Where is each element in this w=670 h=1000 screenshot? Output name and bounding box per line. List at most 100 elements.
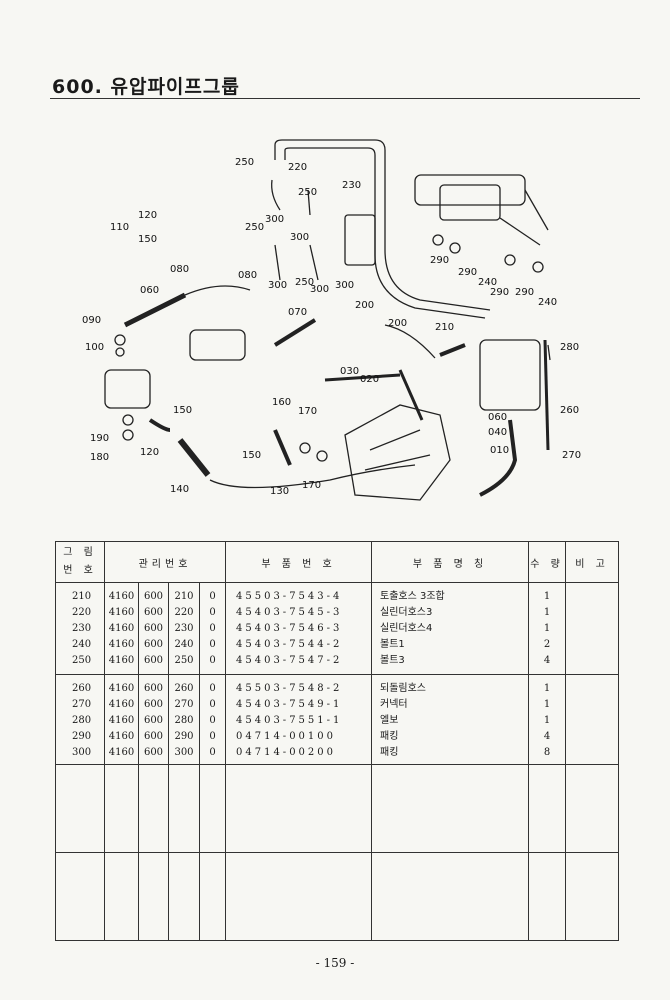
cell-mgmt-1: 4160 bbox=[108, 639, 135, 650]
cell-part-name: 패킹 bbox=[380, 731, 399, 742]
cell-mgmt-1: 4160 bbox=[108, 715, 135, 726]
svg-text:060: 060 bbox=[488, 412, 507, 423]
cell-mgmt-4: 0 bbox=[209, 607, 216, 618]
cell-part-name: 볼트1 bbox=[380, 639, 405, 650]
cell-ref: 210 bbox=[72, 591, 92, 602]
svg-text:070: 070 bbox=[288, 307, 307, 318]
cell-ref: 280 bbox=[72, 715, 92, 726]
svg-text:110: 110 bbox=[110, 222, 129, 233]
cell-part-no: 45503-7548-2 bbox=[236, 683, 343, 694]
cell-mgmt-3: 290 bbox=[174, 731, 194, 742]
svg-text:150: 150 bbox=[242, 450, 261, 461]
table-empty-row bbox=[55, 764, 619, 853]
parts-table: 그 림 번 호 관리번호 부 품 번 호 부 품 명 칭 수 량 비 고 210… bbox=[55, 541, 619, 941]
cell-ref: 230 bbox=[72, 623, 92, 634]
cell-part-no: 45403-7546-3 bbox=[236, 623, 343, 634]
svg-text:140: 140 bbox=[170, 484, 189, 495]
pipe-060 bbox=[123, 292, 187, 328]
cell-part-no: 04714-00100 bbox=[236, 731, 337, 742]
header-part-no: 부 품 번 호 bbox=[225, 541, 372, 583]
cell-part-no: 45403-7545-3 bbox=[236, 607, 343, 618]
cell-part-no: 45403-7551-1 bbox=[236, 715, 343, 726]
cell-mgmt-4: 0 bbox=[209, 715, 216, 726]
table-group-2: 260 270 280 290 300 4160 4160 4160 4160 … bbox=[55, 674, 619, 765]
cell-mgmt-1: 4160 bbox=[108, 683, 135, 694]
svg-text:100: 100 bbox=[85, 342, 104, 353]
cell-mgmt-3: 250 bbox=[174, 655, 194, 666]
svg-text:160: 160 bbox=[272, 397, 291, 408]
cell-qty: 1 bbox=[543, 591, 551, 602]
cell-mgmt-3: 210 bbox=[174, 591, 194, 602]
cell-part-name: 엘보 bbox=[380, 715, 399, 726]
cell-qty: 8 bbox=[543, 747, 551, 758]
svg-text:170: 170 bbox=[302, 480, 321, 491]
svg-text:290: 290 bbox=[430, 255, 449, 266]
table-empty-row bbox=[55, 852, 619, 941]
page-number: - 159 - bbox=[315, 956, 355, 970]
svg-text:120: 120 bbox=[138, 210, 157, 221]
cell-mgmt-3: 260 bbox=[174, 683, 194, 694]
cell-part-name: 실린더호스4 bbox=[380, 623, 433, 634]
cell-mgmt-4: 0 bbox=[209, 623, 216, 634]
cell-mgmt-1: 4160 bbox=[108, 607, 135, 618]
cell-mgmt-2: 600 bbox=[143, 591, 164, 602]
svg-text:120: 120 bbox=[140, 447, 159, 458]
svg-text:170: 170 bbox=[298, 406, 317, 417]
svg-text:260: 260 bbox=[560, 405, 579, 416]
cell-ref: 240 bbox=[72, 639, 92, 650]
cell-part-name: 토출호스 3조합 bbox=[380, 591, 445, 602]
cell-ref: 300 bbox=[72, 747, 92, 758]
upper-pipe bbox=[274, 139, 491, 311]
cell-mgmt-4: 0 bbox=[209, 683, 216, 694]
hose-140 bbox=[177, 438, 211, 477]
control-valve-block bbox=[414, 174, 526, 206]
cell-qty: 1 bbox=[543, 683, 551, 694]
svg-text:010: 010 bbox=[490, 445, 509, 456]
cell-mgmt-1: 4160 bbox=[108, 731, 135, 742]
cell-part-no: 45403-7544-2 bbox=[236, 639, 343, 650]
cell-mgmt-4: 0 bbox=[209, 639, 216, 650]
pump-body bbox=[104, 369, 151, 409]
svg-text:080: 080 bbox=[170, 264, 189, 275]
svg-text:300: 300 bbox=[335, 280, 354, 291]
cell-mgmt-2: 600 bbox=[143, 607, 164, 618]
cell-mgmt-2: 600 bbox=[143, 639, 164, 650]
cell-mgmt-2: 600 bbox=[143, 655, 164, 666]
svg-text:150: 150 bbox=[138, 234, 157, 245]
title-rule bbox=[50, 98, 640, 99]
cell-qty: 1 bbox=[543, 715, 551, 726]
cell-ref: 220 bbox=[72, 607, 92, 618]
svg-text:250: 250 bbox=[295, 277, 314, 288]
svg-text:270: 270 bbox=[562, 450, 581, 461]
page-title: 600. 유압파이프그룹 bbox=[52, 76, 240, 98]
cell-ref: 250 bbox=[72, 655, 92, 666]
cell-ref: 260 bbox=[72, 683, 92, 694]
svg-text:130: 130 bbox=[270, 486, 289, 497]
svg-text:290: 290 bbox=[515, 287, 534, 298]
right-assembly bbox=[479, 339, 541, 411]
svg-text:240: 240 bbox=[538, 297, 557, 308]
cell-mgmt-3: 280 bbox=[174, 715, 194, 726]
cell-ref: 290 bbox=[72, 731, 92, 742]
cell-qty: 1 bbox=[543, 607, 551, 618]
cell-part-no: 04714-00200 bbox=[236, 747, 337, 758]
svg-text:080: 080 bbox=[238, 270, 257, 281]
table-header-row: 그 림 번 호 관리번호 부 품 번 호 부 품 명 칭 수 량 비 고 bbox=[55, 541, 619, 583]
cell-part-name: 볼트3 bbox=[380, 655, 405, 666]
svg-text:290: 290 bbox=[458, 267, 477, 278]
svg-text:190: 190 bbox=[90, 433, 109, 444]
header-mgmt: 관리번호 bbox=[104, 541, 226, 583]
cell-mgmt-2: 600 bbox=[143, 715, 164, 726]
cell-mgmt-2: 600 bbox=[143, 747, 164, 758]
cell-remarks bbox=[565, 582, 619, 675]
cell-part-no: 45503-7543-4 bbox=[236, 591, 343, 602]
cell-mgmt-4: 0 bbox=[209, 655, 216, 666]
svg-text:090: 090 bbox=[82, 315, 101, 326]
cell-mgmt-1: 4160 bbox=[108, 747, 135, 758]
cell-mgmt-2: 600 bbox=[143, 731, 164, 742]
cell-mgmt-4: 0 bbox=[209, 591, 216, 602]
svg-text:040: 040 bbox=[488, 427, 507, 438]
svg-text:150: 150 bbox=[173, 405, 192, 416]
